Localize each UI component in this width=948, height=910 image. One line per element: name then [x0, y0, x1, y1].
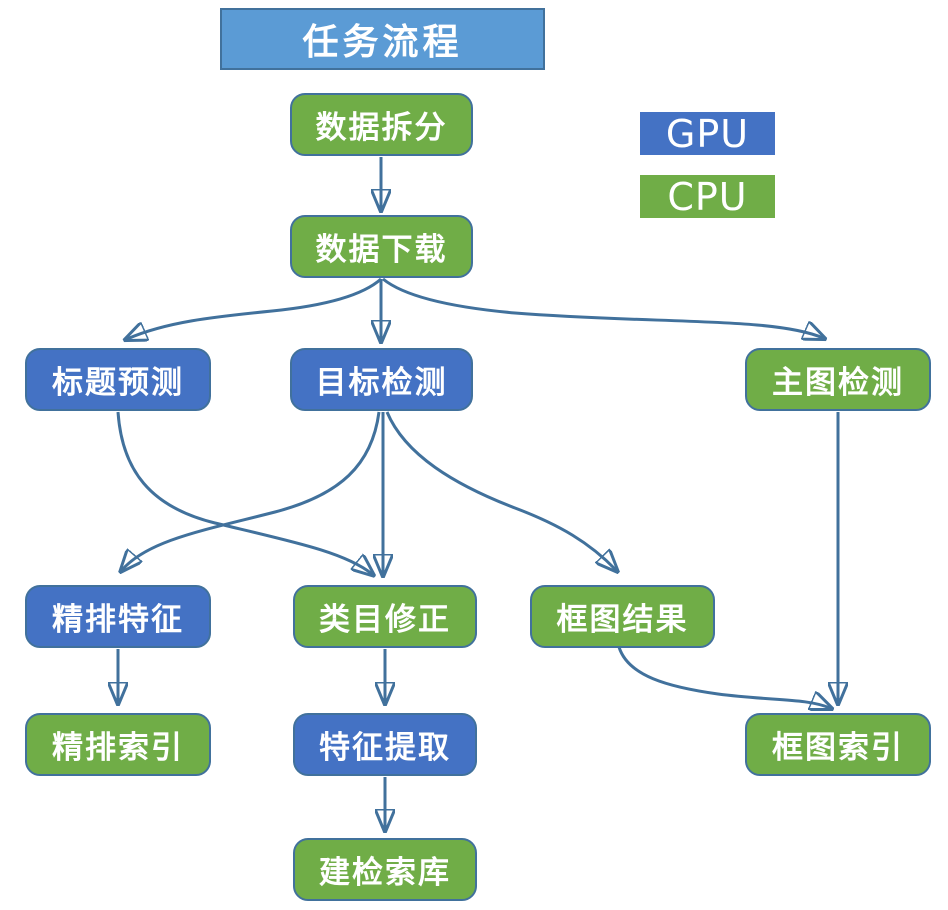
node-fine-rank-feature[interactable]: 精排特征 — [25, 585, 211, 648]
edge-title-predict-to-category-fix — [116, 411, 372, 574]
edge-object-detect-to-fine-rank-feature — [122, 411, 381, 570]
node-main-image-detect[interactable]: 主图检测 — [745, 348, 931, 411]
node-box-index[interactable]: 框图索引 — [745, 713, 931, 776]
legend-gpu: GPU — [640, 112, 775, 156]
node-box-result[interactable]: 框图结果 — [530, 585, 715, 648]
node-object-detect[interactable]: 目标检测 — [290, 348, 473, 411]
node-fine-rank-index[interactable]: 精排索引 — [25, 713, 211, 776]
node-data-split[interactable]: 数据拆分 — [290, 93, 473, 156]
diagram-title: 任务流程 — [220, 8, 545, 70]
edge-object-detect-to-box-result — [385, 411, 616, 570]
edge-box-result-to-box-index — [617, 646, 830, 708]
edge-data-download-to-main-image-detect — [382, 277, 823, 338]
legend-cpu: CPU — [640, 175, 775, 219]
node-title-predict[interactable]: 标题预测 — [25, 348, 211, 411]
node-category-fix[interactable]: 类目修正 — [293, 585, 477, 648]
node-data-download[interactable]: 数据下载 — [290, 215, 473, 278]
node-feature-extract[interactable]: 特征提取 — [293, 713, 477, 776]
edge-data-download-to-title-predict — [127, 277, 382, 339]
node-build-index-db[interactable]: 建检索库 — [293, 838, 477, 901]
